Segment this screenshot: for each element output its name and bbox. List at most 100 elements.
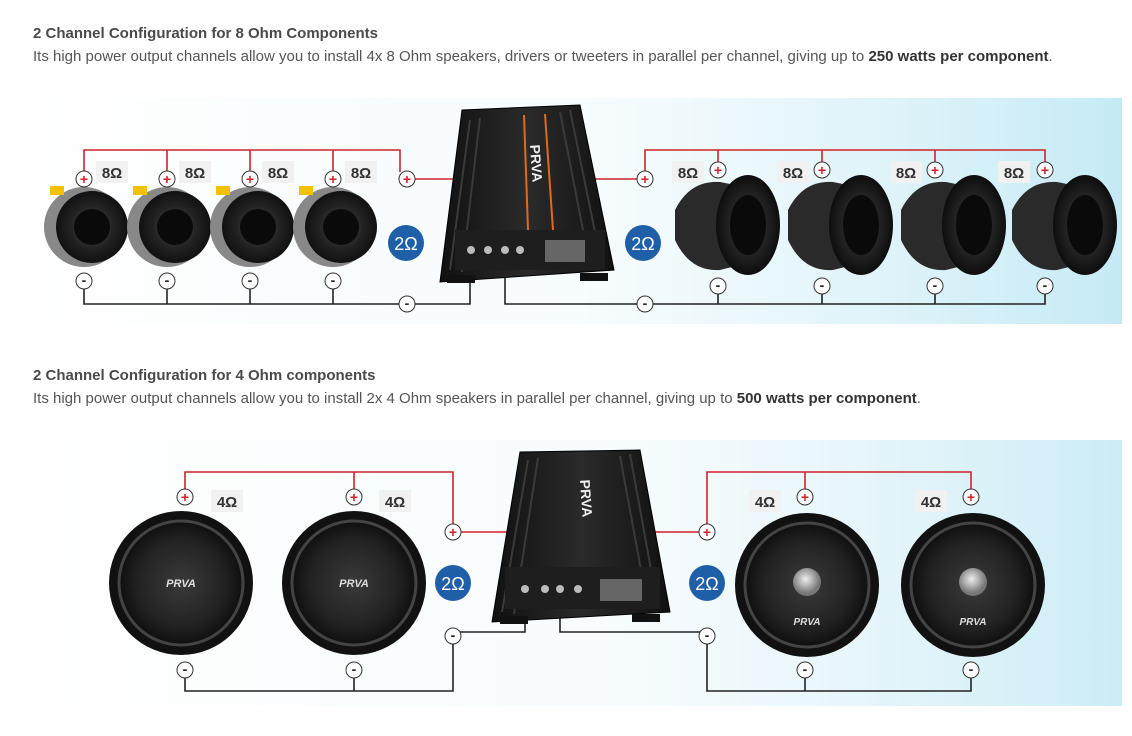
- section-title: 2 Channel Configuration for 4 Ohm compon…: [33, 367, 376, 384]
- minus-terminals: - - - - - -: [176, 627, 980, 679]
- amp-brand-label: PRVA: [577, 479, 596, 518]
- minus-sign: -: [248, 272, 253, 288]
- channel-impedance-badge-left: 2Ω: [388, 225, 424, 261]
- plus-sign: +: [181, 489, 189, 505]
- plus-terminals: + + + + + +: [176, 488, 980, 541]
- plus-terminal: +: [158, 170, 176, 188]
- plus-sign: +: [163, 171, 171, 187]
- description-bold: 500 watts per component: [736, 390, 917, 407]
- description-text: Its high power output channels allow you…: [33, 48, 869, 65]
- amplifier: PRVA: [439, 104, 615, 283]
- plus-sign: +: [403, 171, 411, 187]
- ohm-labels: 4Ω 4Ω 4Ω 4Ω: [211, 490, 947, 512]
- plus-sign: +: [350, 489, 358, 505]
- plus-terminal-amp-right: +: [698, 523, 716, 541]
- description-end: .: [1048, 48, 1053, 65]
- section-description: Its high power output channels allow you…: [33, 389, 921, 409]
- amplifier: PRVA: [491, 449, 671, 624]
- minus-sign: -: [82, 272, 87, 288]
- ohm-labels-left: 8Ω 8Ω 8Ω 8Ω: [96, 161, 377, 183]
- channel-impedance-badge-right: 2Ω: [689, 565, 725, 601]
- plus-sign: +: [449, 524, 457, 540]
- channel-impedance-badge-left: 2Ω: [435, 565, 471, 601]
- plus-terminals-left: + + + + +: [75, 170, 416, 188]
- description-end: .: [916, 390, 921, 407]
- channel-ohm-label: 2Ω: [631, 234, 654, 254]
- plus-sign: +: [931, 162, 939, 178]
- amp-brand-label: PRVA: [527, 144, 546, 183]
- section-description: Its high power output channels allow you…: [33, 47, 1053, 67]
- wiring-diagram-8ohm: PRVA 2Ω 2Ω + + + + + 8Ω 8Ω 8Ω 8: [35, 98, 1122, 324]
- horn-driver-1: [675, 175, 780, 275]
- minus-terminal: -: [241, 272, 259, 290]
- section-title: 2 Channel Configuration for 8 Ohm Compon…: [33, 25, 378, 42]
- minus-sign: -: [643, 295, 648, 311]
- ohm-labels-right: 8Ω 8Ω 8Ω 8Ω: [672, 161, 1030, 183]
- minus-sign: -: [165, 272, 170, 288]
- description-text: Its high power output channels allow you…: [33, 390, 737, 407]
- plus-sign: +: [714, 162, 722, 178]
- minus-terminal: -: [158, 272, 176, 290]
- minus-terminal: -: [176, 661, 194, 679]
- minus-terminals: - - - - - - - - - -: [75, 272, 1054, 313]
- minus-sign: -: [331, 272, 336, 288]
- plus-terminal: +: [796, 488, 814, 506]
- channel-impedance-badge-right: 2Ω: [625, 225, 661, 261]
- minus-sign: -: [451, 627, 456, 643]
- plus-sign: +: [246, 171, 254, 187]
- horn-driver-4: [1012, 175, 1117, 275]
- plus-sign: +: [1041, 162, 1049, 178]
- tweeter-2: [127, 186, 211, 267]
- plus-terminal-amp-right: +: [636, 170, 654, 188]
- plus-terminal: +: [241, 170, 259, 188]
- minus-terminal: -: [926, 277, 944, 295]
- channel-ohm-label: 2Ω: [695, 574, 718, 594]
- plus-terminal-amp-left: +: [444, 523, 462, 541]
- horn-driver-2: [788, 175, 893, 275]
- minus-terminal: -: [813, 277, 831, 295]
- minus-sign: -: [352, 661, 357, 677]
- minus-terminal: -: [796, 661, 814, 679]
- speaker-ohm-label: 4Ω: [217, 494, 237, 511]
- minus-terminal-amp: -: [698, 627, 716, 645]
- minus-terminal-amp: -: [398, 295, 416, 313]
- minus-sign: -: [1043, 277, 1048, 293]
- plus-sign: +: [329, 171, 337, 187]
- plus-terminal: +: [926, 161, 944, 179]
- tweeter-1: [44, 186, 128, 267]
- speaker-brand-label: PRVA: [793, 617, 820, 628]
- speaker-ohm-label: 8Ω: [678, 165, 698, 182]
- plus-sign: +: [967, 489, 975, 505]
- plus-terminal-amp-left: +: [398, 170, 416, 188]
- plus-terminal: +: [962, 488, 980, 506]
- plus-terminal: +: [75, 170, 93, 188]
- plus-sign: +: [80, 171, 88, 187]
- channel-ohm-label: 2Ω: [394, 234, 417, 254]
- tweeter-4: [293, 186, 377, 267]
- channel-ohm-label: 2Ω: [441, 574, 464, 594]
- speaker-brand-label: PRVA: [166, 578, 196, 590]
- minus-terminal-amp: -: [444, 627, 462, 645]
- speaker-ohm-label: 4Ω: [385, 494, 405, 511]
- minus-sign: -: [803, 661, 808, 677]
- minus-sign: -: [933, 277, 938, 293]
- speaker-ohm-label: 8Ω: [268, 165, 288, 182]
- minus-terminal: -: [75, 272, 93, 290]
- minus-terminal: -: [345, 661, 363, 679]
- woofer-1: PRVA: [109, 511, 253, 655]
- minus-sign: -: [405, 295, 410, 311]
- description-bold: 250 watts per component: [868, 48, 1049, 65]
- speaker-ohm-label: 8Ω: [783, 165, 803, 182]
- speaker-ohm-label: 8Ω: [351, 165, 371, 182]
- speaker-ohm-label: 4Ω: [755, 494, 775, 511]
- plus-terminal: +: [813, 161, 831, 179]
- tweeter-3: [210, 186, 294, 267]
- minus-terminal: -: [324, 272, 342, 290]
- wiring-diagram-4ohm: PRVA PRVA PRVA PRVA PRVA: [35, 440, 1122, 706]
- minus-sign: -: [820, 277, 825, 293]
- speaker-brand-label: PRVA: [959, 617, 986, 628]
- horn-driver-3: [901, 175, 1006, 275]
- midrange-speaker-2: PRVA: [901, 513, 1045, 657]
- minus-sign: -: [705, 627, 710, 643]
- plus-terminal: +: [345, 488, 363, 506]
